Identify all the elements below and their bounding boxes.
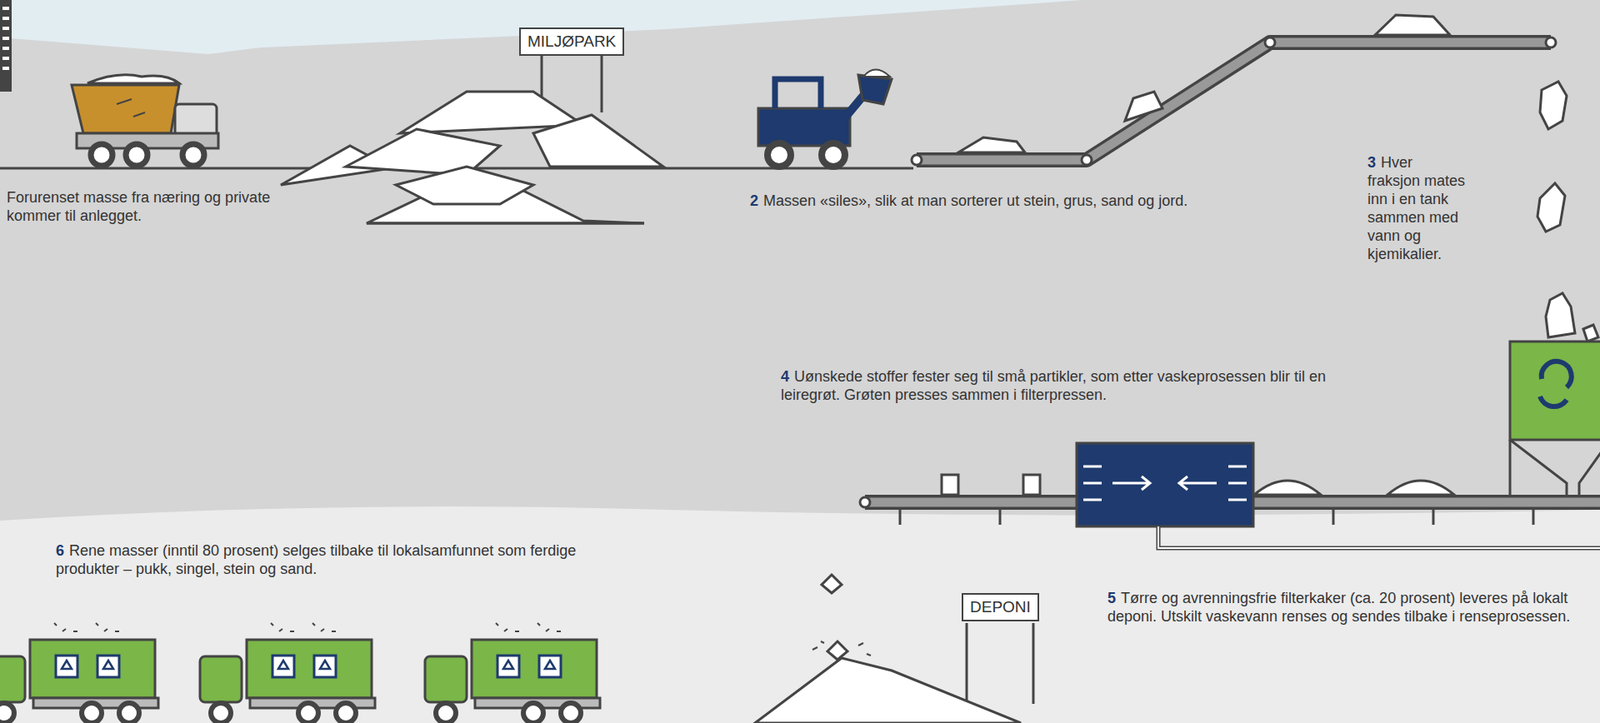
sign-board: DEPONI <box>961 593 1040 622</box>
step-description: Forurenset masse fra næring og private k… <box>6 189 270 225</box>
step-text: 3Hver fraksjon mates inn i en tank samme… <box>1367 153 1466 264</box>
step-text: 2Massen «siles», slik at man sorterer ut… <box>750 191 1234 210</box>
step-text: 4Uønskede stoffer fester seg til små par… <box>780 367 1356 405</box>
callout-number: 4 <box>780 368 790 385</box>
callout-number: 3 <box>1367 154 1376 171</box>
step-text: Forurenset masse fra næring og private k… <box>6 188 274 225</box>
callout-number: 2 <box>750 192 759 210</box>
step-description: Hver fraksjon mates inn i en tank sammen… <box>1367 154 1465 263</box>
step-description: Tørre og avrenningsfrie filterkaker (ca.… <box>1107 590 1570 625</box>
sign-text: DEPONI <box>970 598 1031 616</box>
step-text: 6Rene masser (inntil 80 prosent) selges … <box>55 541 590 579</box>
step-description: Rene masser (inntil 80 prosent) selges t… <box>55 542 576 578</box>
sign-text: MILJØPARK <box>527 32 616 50</box>
sign-board: MILJØPARK <box>519 27 625 56</box>
step-description: Uønskede stoffer fester seg til små part… <box>780 368 1326 404</box>
callout-number: 5 <box>1107 590 1116 607</box>
step-description: Massen «siles», slik at man sorterer ut … <box>763 192 1188 210</box>
step-text: 5Tørre og avrenningsfrie filterkaker (ca… <box>1107 589 1587 626</box>
callout-number: 6 <box>55 542 65 560</box>
